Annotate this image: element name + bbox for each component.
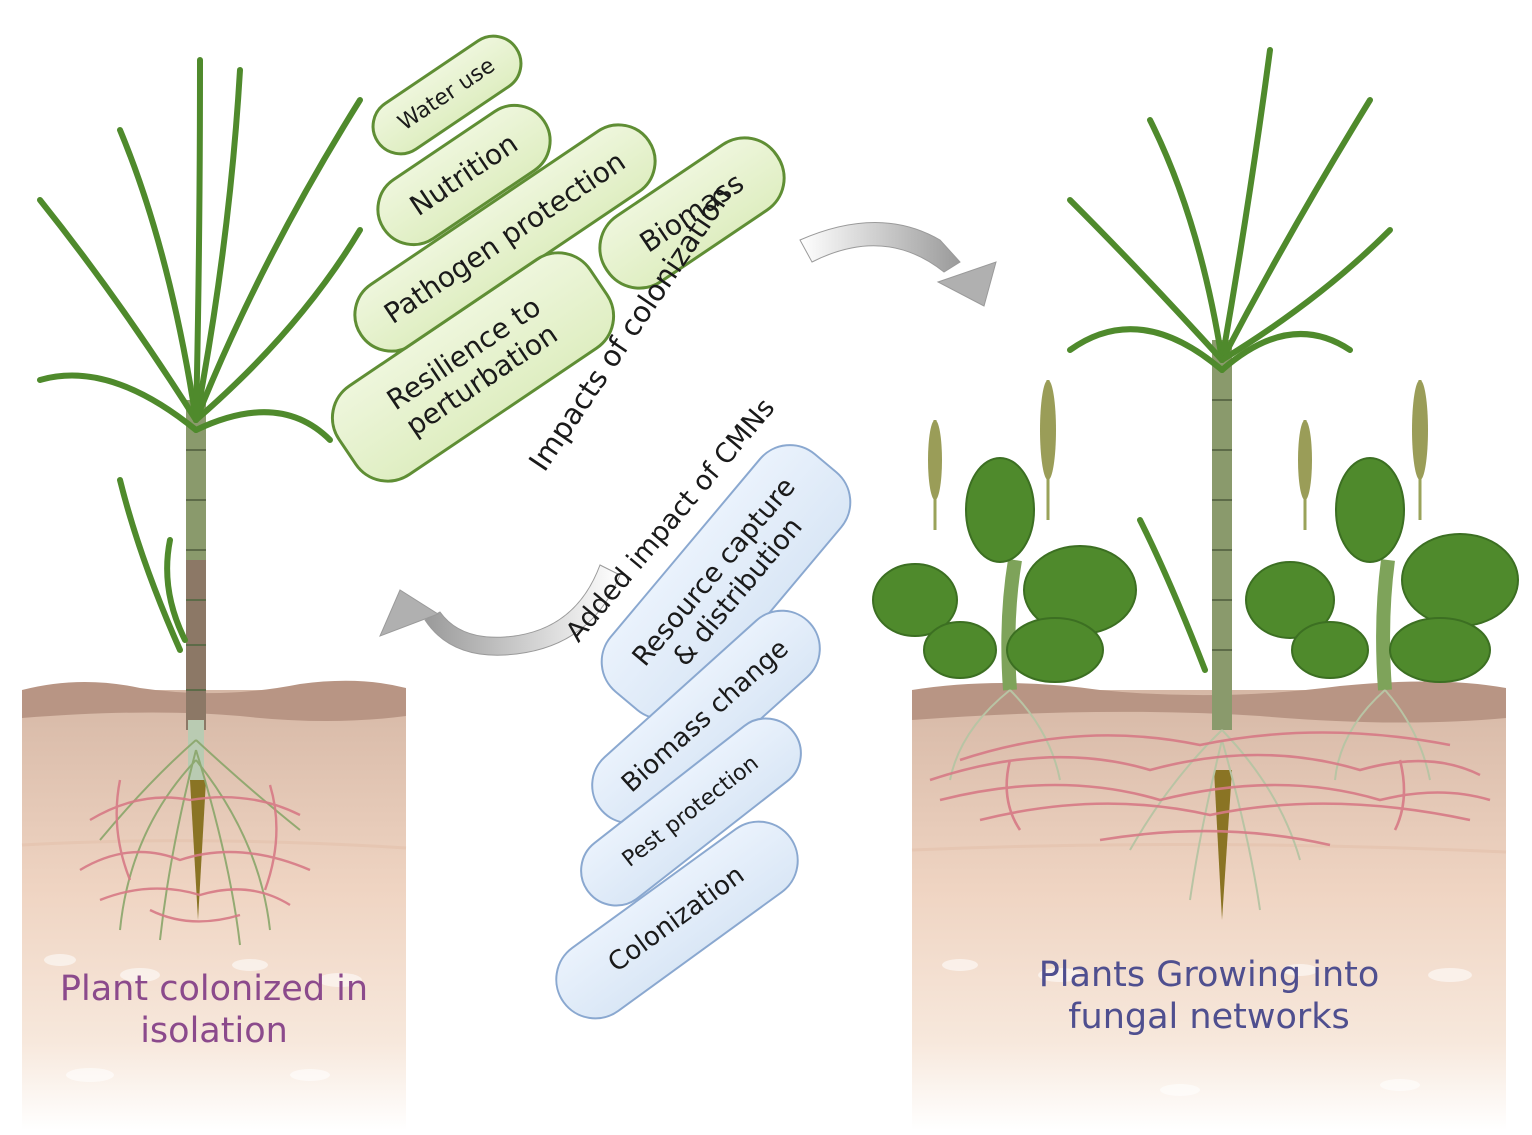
colonization-arrow	[799, 222, 997, 307]
plantain-right	[1245, 380, 1519, 691]
left-sugarcane	[37, 57, 363, 946]
right-soil	[911, 681, 1507, 1130]
caption-right: Plants Growing into fungal networks	[1038, 955, 1380, 1037]
left-soil	[21, 680, 407, 1130]
caption-left: Plant colonized in isolation	[59, 969, 369, 1051]
right-sugarcane	[1067, 47, 1393, 920]
fungal-network	[929, 689, 1491, 911]
plantain-left	[872, 380, 1137, 691]
cmn-arrow	[379, 564, 621, 656]
